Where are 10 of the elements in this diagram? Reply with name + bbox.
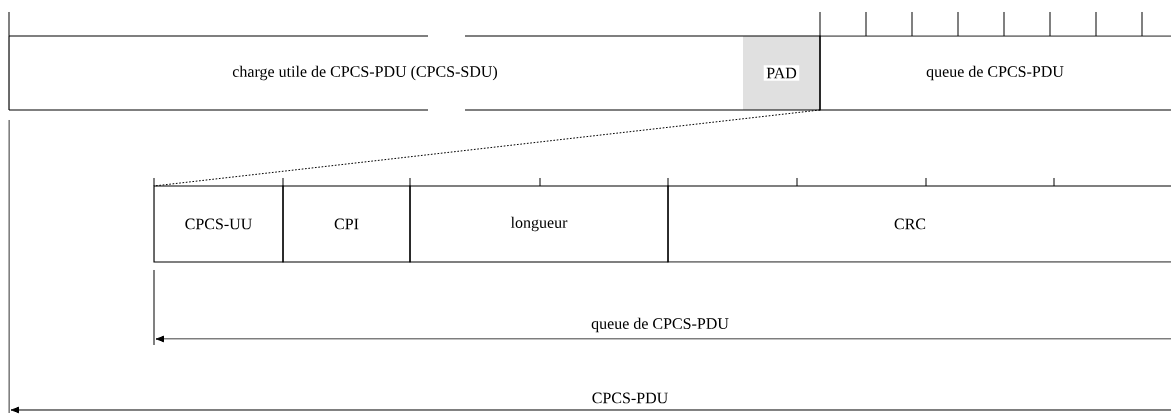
field-box: PAD	[742, 35, 821, 111]
field-box: longueur	[409, 185, 669, 263]
field-box: charge utile de CPCS-PDU (CPCS-SDU)	[8, 35, 744, 111]
field-box: CPCS-UU	[153, 185, 284, 263]
dimension-label: queue de CPCS-PDU	[591, 317, 729, 333]
dimension-label: CPCS-PDU	[592, 392, 668, 404]
leader-line	[153, 109, 821, 187]
field-box: CPI	[282, 185, 411, 263]
field-box: CRC	[667, 185, 1171, 263]
field-box: queue de CPCS-PDU	[819, 35, 1171, 111]
